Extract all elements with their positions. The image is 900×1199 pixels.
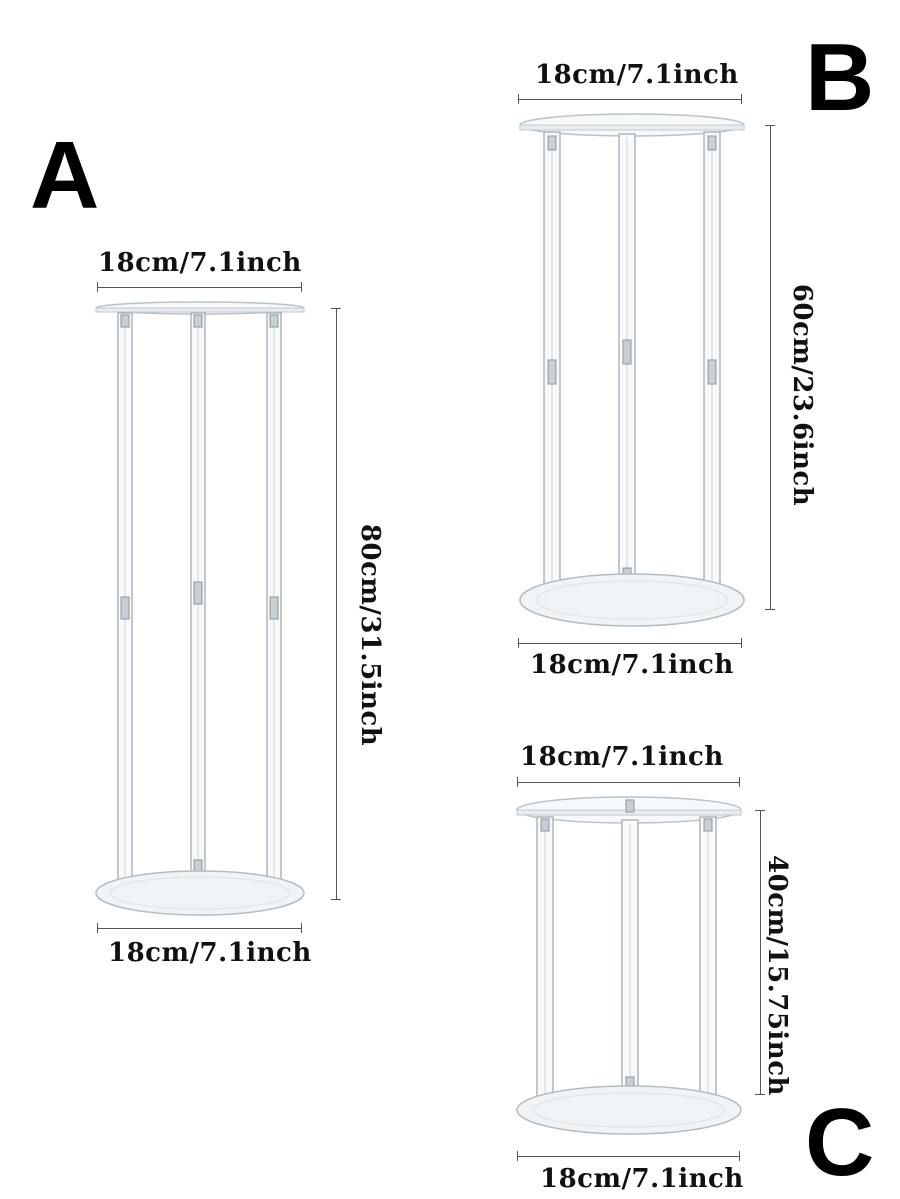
stand-b-bottom-width-line xyxy=(518,638,742,648)
stand-c-height-line xyxy=(755,810,765,1095)
stand-a-height-line xyxy=(331,308,341,900)
stand-b-top-width-label: 18cm/7.1inch xyxy=(535,60,739,90)
stand-a-illustration xyxy=(95,301,305,916)
stand-b-height-line xyxy=(765,125,775,610)
stand-b-bottom-width-label: 18cm/7.1inch xyxy=(530,650,734,680)
stand-c-bottom-width-label: 18cm/7.1inch xyxy=(540,1164,744,1194)
stand-a-top-width-line xyxy=(97,282,302,292)
label-c: C xyxy=(805,1089,875,1196)
label-b: B xyxy=(805,24,875,131)
stand-a-height-label: 80cm/31.5inch xyxy=(355,523,385,747)
stand-a-top-width-label: 18cm/7.1inch xyxy=(98,248,302,278)
stand-a-bottom-width-label: 18cm/7.1inch xyxy=(108,938,312,968)
stand-c-height-label: 40cm/15.75inch xyxy=(762,855,792,1096)
stand-a-bottom-width-line xyxy=(97,923,302,933)
stand-c-top-width-line xyxy=(517,777,740,787)
stand-b-illustration xyxy=(519,113,745,627)
stand-c-illustration xyxy=(516,796,742,1135)
label-a: A xyxy=(30,122,100,229)
stand-c-bottom-width-line xyxy=(517,1151,740,1161)
stand-b-height-label: 60cm/23.6inch xyxy=(787,283,817,507)
stand-c-top-width-label: 18cm/7.1inch xyxy=(520,742,724,772)
stand-b-top-width-line xyxy=(518,94,742,104)
